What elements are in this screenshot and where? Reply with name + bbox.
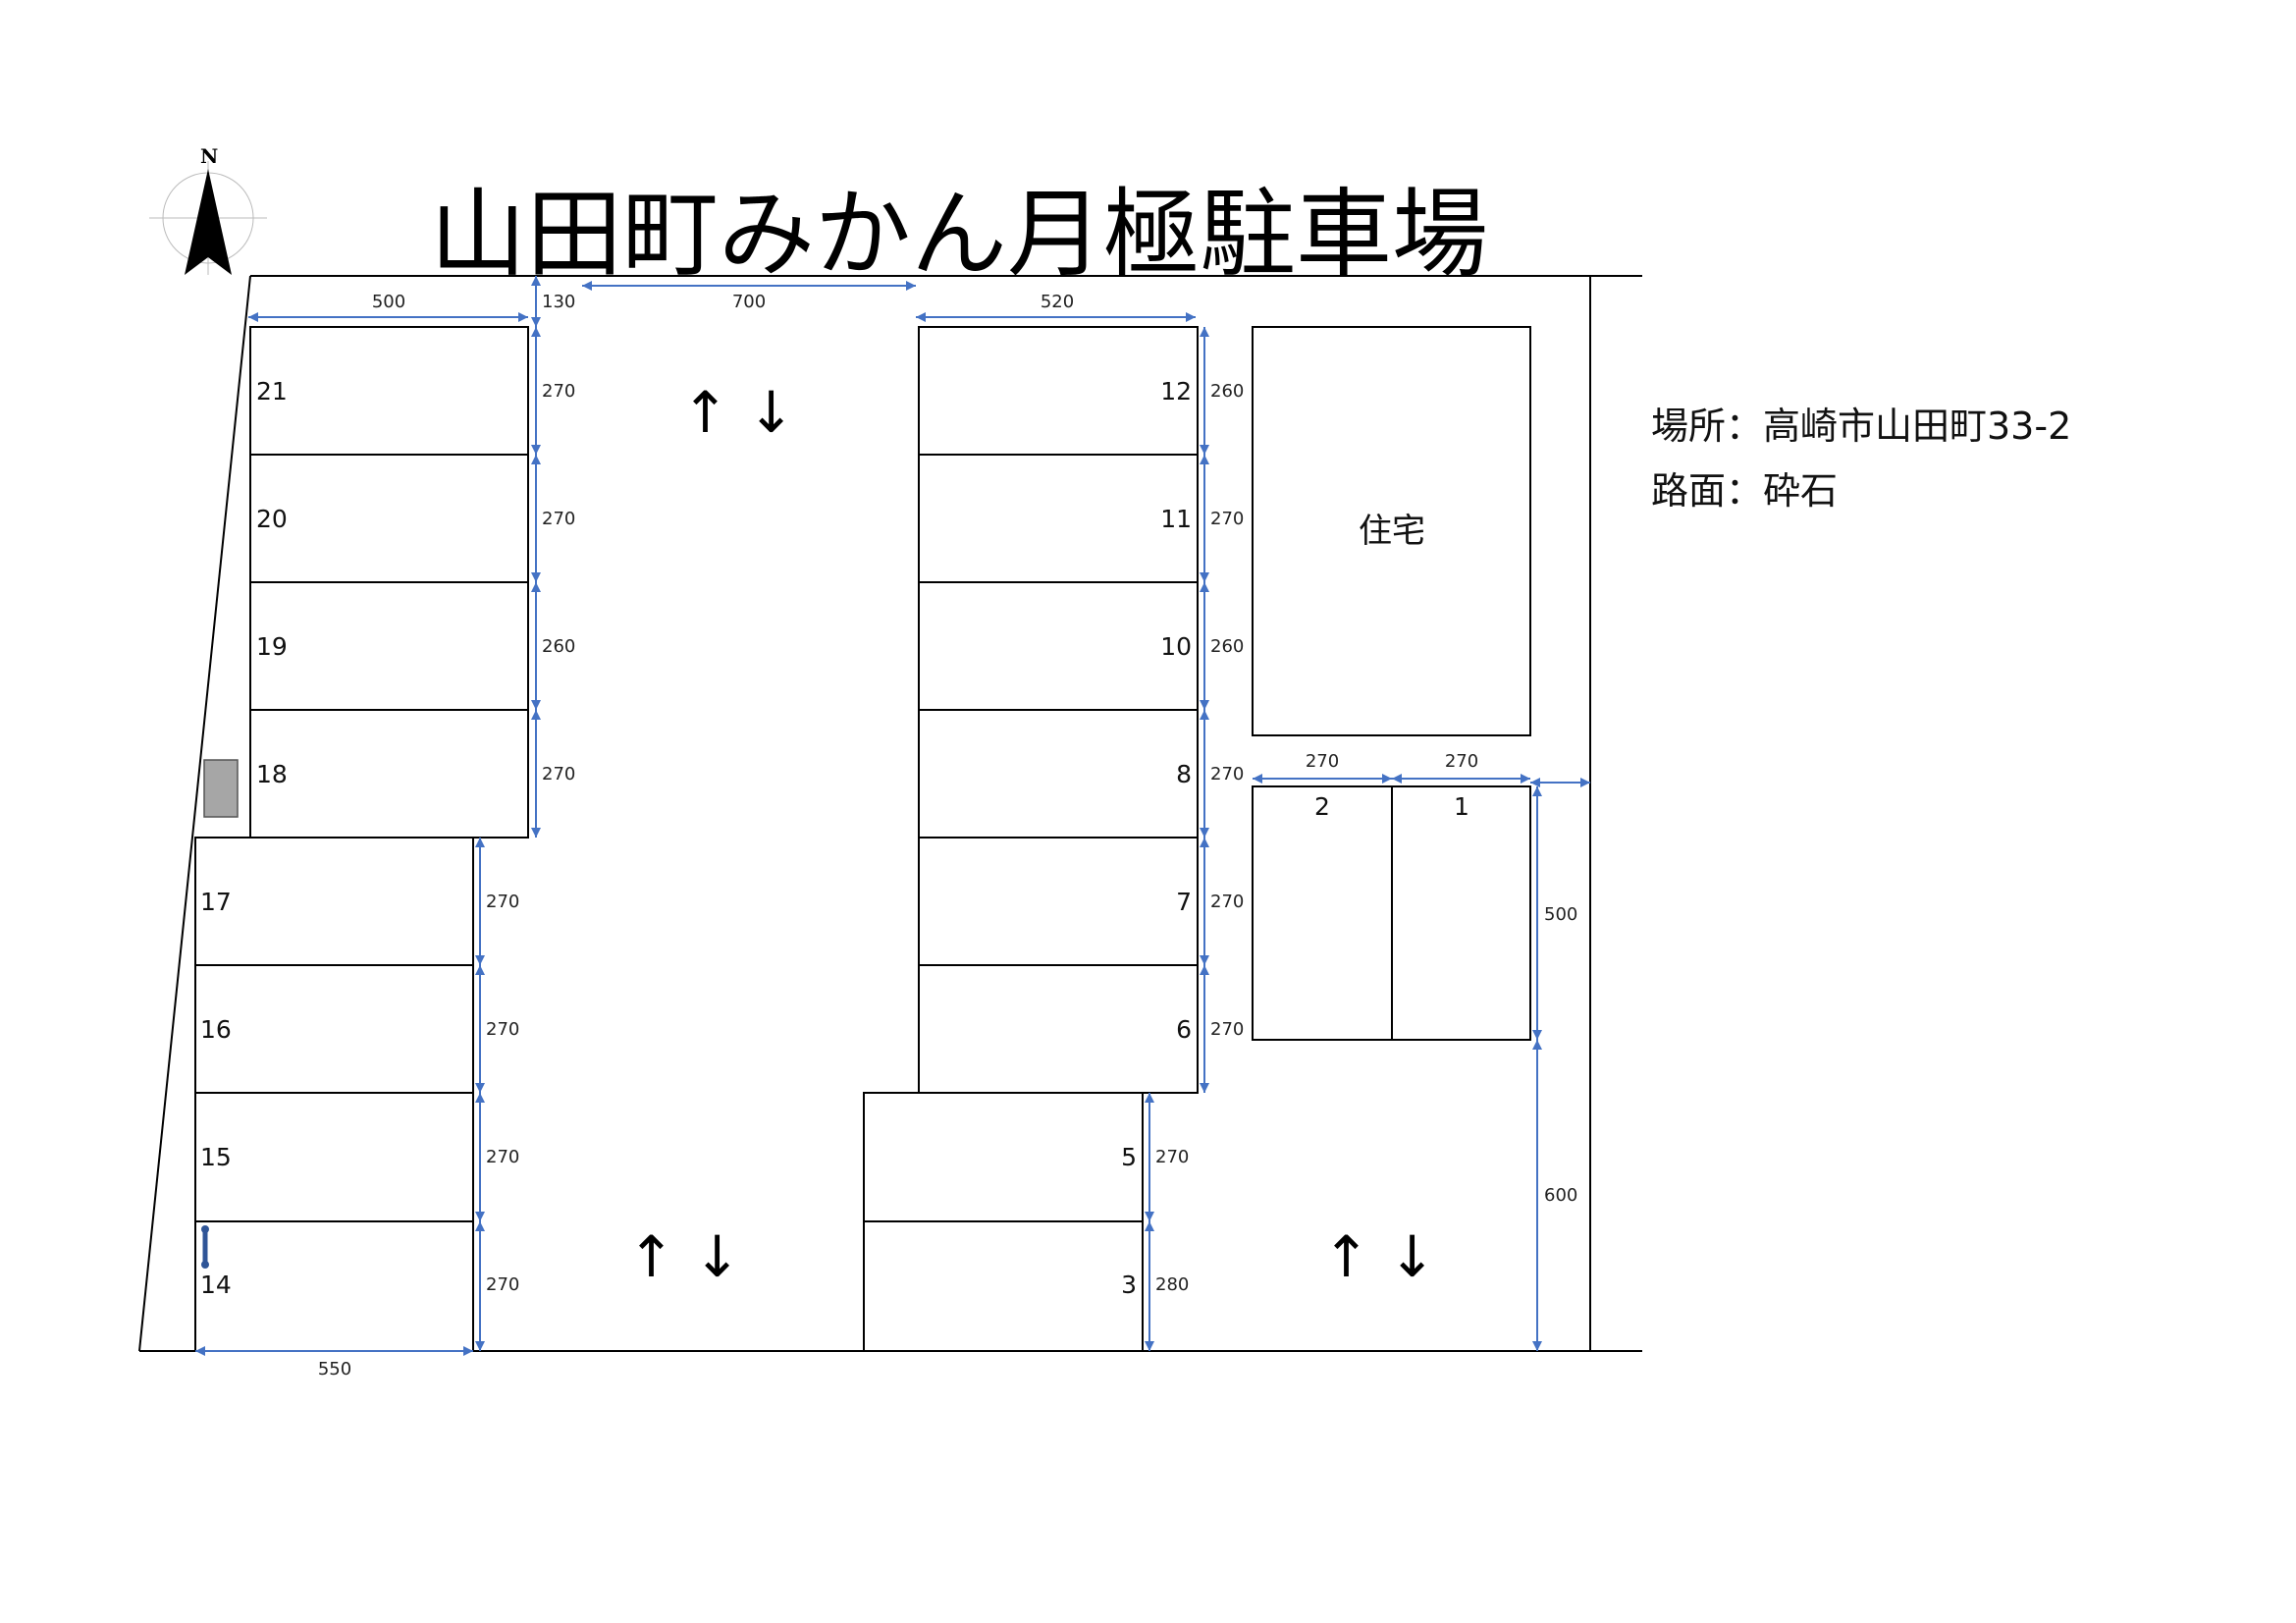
dimension-label: 270 — [486, 892, 519, 912]
traffic-direction-arrows: ↑ ↓ — [1322, 1223, 1436, 1290]
site-boundary — [138, 275, 1642, 1352]
dimension-label: 500 — [1544, 904, 1577, 925]
dimension-label: 270 — [1210, 892, 1244, 912]
left-upper-spaces — [249, 326, 529, 839]
dimension-label: 520 — [1041, 292, 1074, 312]
bollard-marker-top — [201, 1225, 209, 1233]
traffic-direction-arrows: ↑ ↓ — [681, 379, 795, 446]
dimension-label: 270 — [1210, 764, 1244, 784]
bollard-marker-bottom — [201, 1261, 209, 1269]
space-number: 11 — [1160, 505, 1192, 533]
north-compass-icon: N — [149, 144, 267, 275]
center-spaces — [918, 326, 1199, 1094]
space-number: 20 — [256, 505, 288, 533]
house-label: 住宅 — [1359, 512, 1425, 551]
dimension-label: 550 — [318, 1359, 351, 1380]
dimension-label: 270 — [542, 381, 575, 402]
space-number: 18 — [256, 760, 288, 788]
dimension-label: 270 — [1210, 1019, 1244, 1040]
dimension-label: 700 — [732, 292, 766, 312]
right-spaces — [1252, 785, 1531, 1041]
dimension-label: 260 — [1210, 636, 1244, 657]
dimension-label: 270 — [1445, 751, 1478, 772]
space-number: 1 — [1454, 792, 1469, 821]
page-title: 山田町みかん月極駐車場 — [430, 179, 1488, 291]
dimension-label: 130 — [542, 292, 575, 312]
dimension-label: 500 — [372, 292, 405, 312]
dimension-label: 260 — [542, 636, 575, 657]
utility-box — [203, 759, 239, 818]
space-number: 19 — [256, 632, 288, 661]
dimension-label: 270 — [1155, 1147, 1189, 1167]
dimension-label: 270 — [1306, 751, 1339, 772]
dimension-label: 270 — [486, 1147, 519, 1167]
space-number: 6 — [1176, 1015, 1192, 1044]
space-number: 2 — [1314, 792, 1330, 821]
lower-center-spaces — [863, 1092, 1144, 1352]
location-info: 場所：高崎市山田町33-2 — [1651, 405, 2071, 448]
compass-north-label: N — [200, 144, 218, 168]
dimension-label: 270 — [542, 764, 575, 784]
space-number: 10 — [1160, 632, 1192, 661]
space-number: 5 — [1121, 1143, 1137, 1171]
space-number: 21 — [256, 377, 288, 406]
space-number: 16 — [200, 1015, 232, 1044]
house-building — [1252, 326, 1531, 736]
left-lower-spaces — [194, 837, 474, 1352]
traffic-direction-arrows: ↑ ↓ — [627, 1223, 741, 1290]
dimension-label: 270 — [486, 1019, 519, 1040]
dimension-labels: 500 130 700 520 550 270 270 260 270 270 … — [318, 292, 1578, 1380]
space-number: 12 — [1160, 377, 1192, 406]
space-number: 14 — [200, 1271, 232, 1299]
space-number: 8 — [1176, 760, 1192, 788]
space-number: 3 — [1121, 1271, 1137, 1299]
space-number: 15 — [200, 1143, 232, 1171]
dimension-label: 270 — [542, 509, 575, 529]
surface-info: 路面：砕石 — [1651, 469, 1838, 513]
dimension-label: 270 — [1210, 509, 1244, 529]
dimension-lines — [195, 276, 1590, 1356]
space-number: 7 — [1176, 888, 1192, 916]
dimension-label: 280 — [1155, 1274, 1189, 1295]
dimension-label: 260 — [1210, 381, 1244, 402]
space-number: 17 — [200, 888, 232, 916]
dimension-label: 600 — [1544, 1185, 1577, 1206]
dimension-label: 270 — [486, 1274, 519, 1295]
space-numbers: 21 20 19 18 17 16 15 14 12 11 10 8 7 6 5… — [200, 377, 1469, 1299]
